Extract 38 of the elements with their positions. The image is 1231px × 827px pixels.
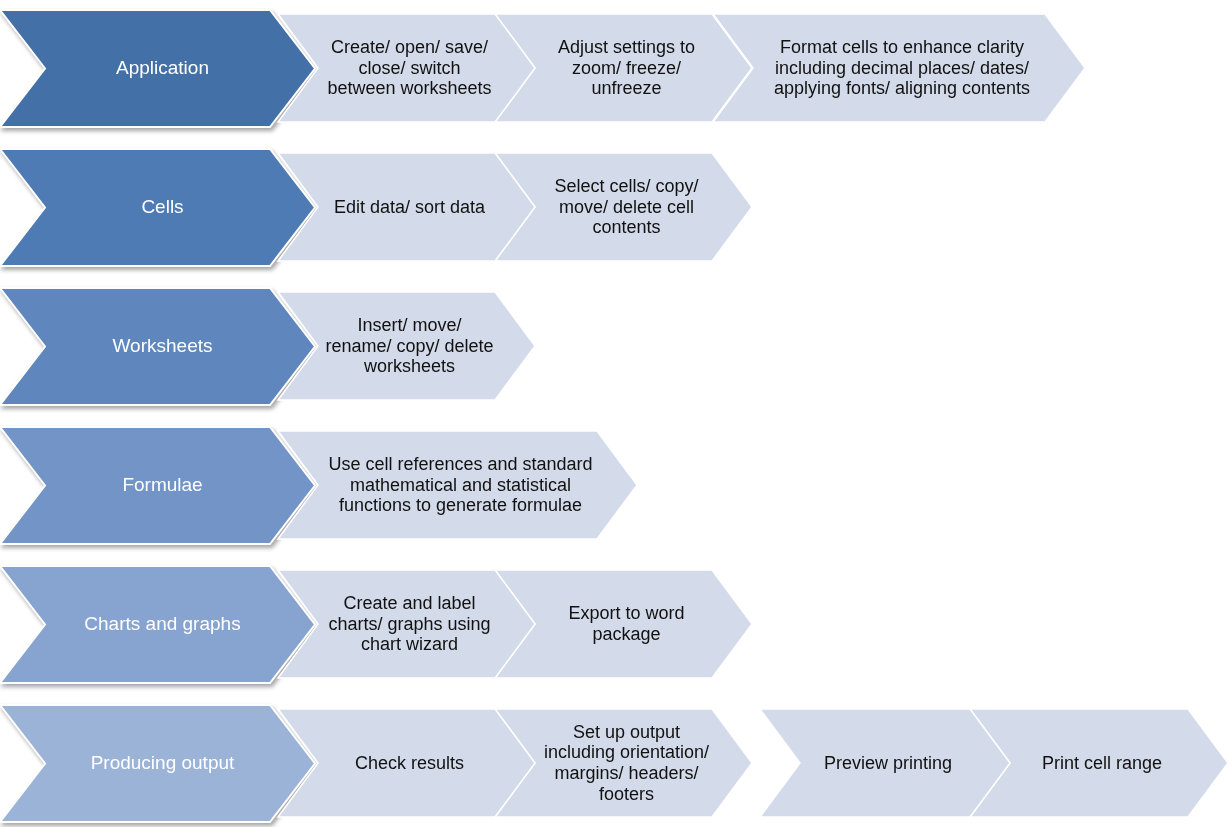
chevron-label: Adjust settings to zoom/ freeze/ unfreeze <box>556 36 697 100</box>
chevron-label: Application <box>116 57 209 80</box>
chevron-label: Producing output <box>90 752 235 775</box>
chevron-label: Insert/ move/ rename/ copy/ delete worksheets <box>324 314 495 378</box>
chevron-label: Formulae <box>122 474 203 497</box>
chevron-label: Create and label charts/ graphs using chart wizard <box>327 592 492 656</box>
chevron-label: Worksheets <box>112 335 213 358</box>
chevron-label: Charts and graphs <box>84 613 241 636</box>
chevron-shape <box>0 10 315 127</box>
chevron-shape <box>495 14 752 122</box>
chevron-label: Edit data/ sort data <box>333 196 486 218</box>
chevron-shape <box>495 709 752 817</box>
chevron-shape <box>495 570 752 678</box>
chevron-shape <box>0 705 315 822</box>
chevron-shape <box>0 149 315 266</box>
chevron-label: Check results <box>354 752 464 774</box>
chevron-shape <box>278 153 535 261</box>
chevron-label: Set up output including orientation/ margins/ headers/ footers <box>542 721 711 805</box>
chevron-label: Print cell range <box>1041 752 1163 774</box>
chevron-shape <box>760 709 1010 817</box>
chevron-label: Preview printing <box>823 752 953 774</box>
chevron-shape <box>278 709 535 817</box>
chevron-shape <box>278 292 535 400</box>
chevron-label: Create/ open/ save/ close/ switch between worksheets <box>326 36 493 100</box>
chevron-label: Select cells/ copy/ move/ delete cell contents <box>553 175 700 239</box>
chevron-shape <box>0 288 315 405</box>
chevron-shape <box>495 153 752 261</box>
chevron-label: Cells <box>141 196 184 219</box>
chevron-shape <box>278 14 535 122</box>
chevron-label: Export to word package <box>567 603 686 645</box>
chevron-shape <box>0 566 315 683</box>
chevron-label: Use cell references and standard mathematical and statistical functions to generate formulae <box>327 453 594 517</box>
chevron-shape <box>278 570 535 678</box>
chevron-shape <box>278 431 637 539</box>
chevron-label: Format cells to enhance clarity including decimal places/ dates/ applying fonts/ aligning contents <box>772 36 1032 100</box>
chevron-shape <box>970 709 1228 817</box>
chevron-shape <box>713 14 1085 122</box>
chevron-shape <box>0 427 315 544</box>
